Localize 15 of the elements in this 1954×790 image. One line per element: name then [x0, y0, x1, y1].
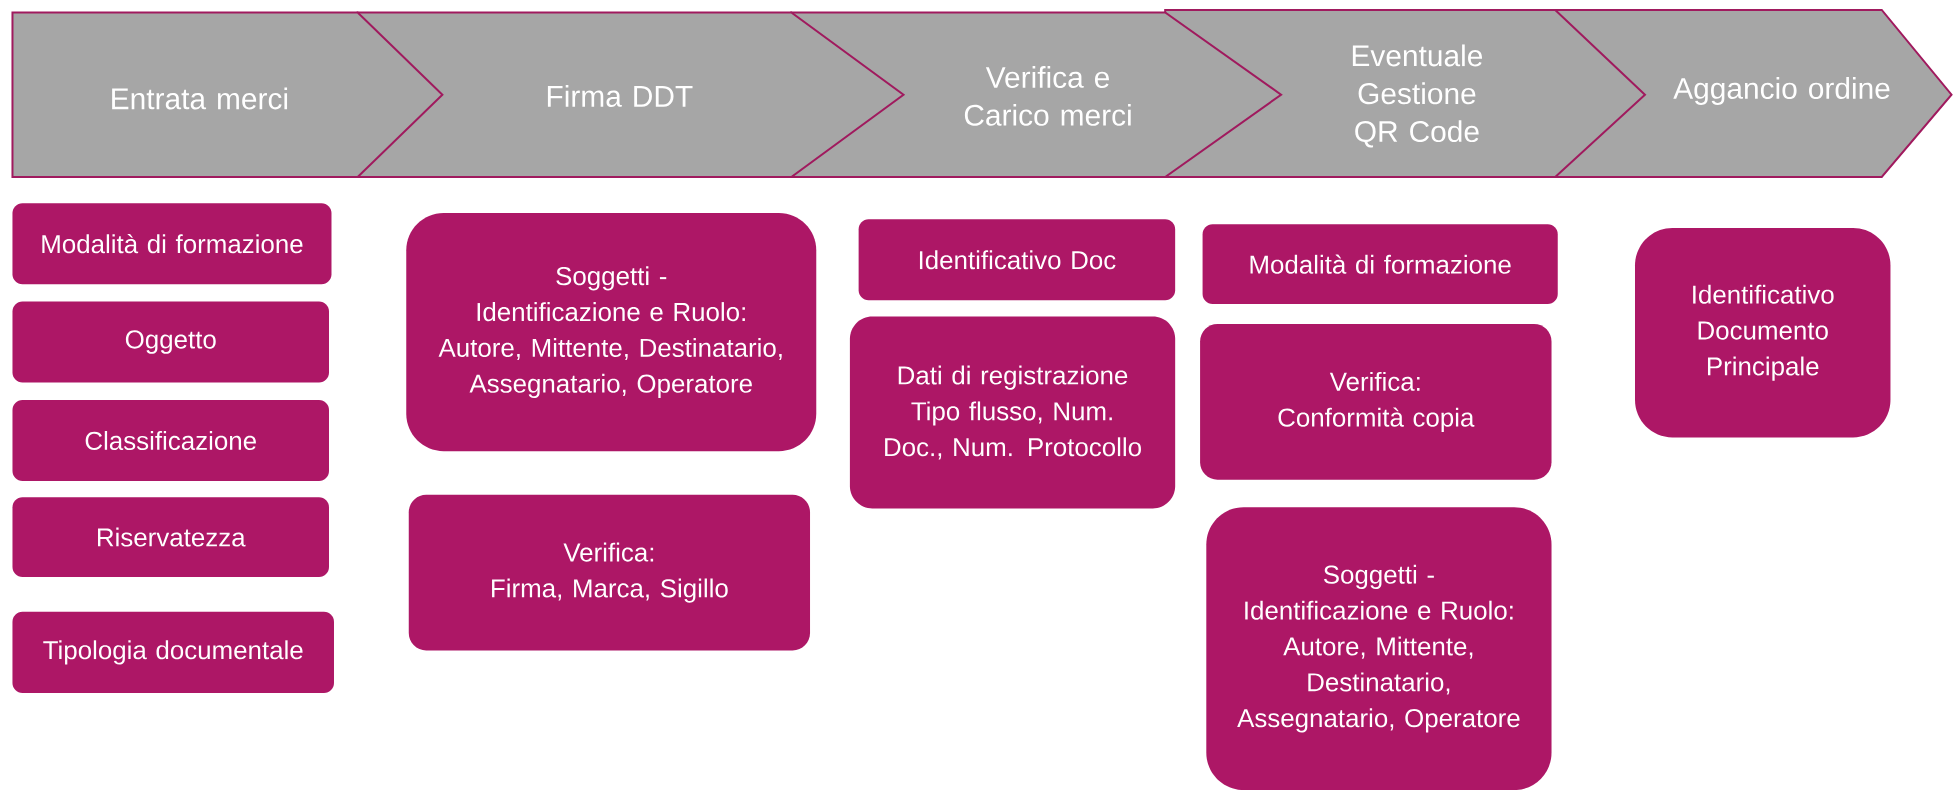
rounded-box: Classificazione	[12, 400, 329, 482]
rounded-box: Riservatezza	[12, 497, 329, 577]
rounded-box: Modalità di formazione	[1202, 224, 1558, 305]
node-label: Aggancio ordine	[1673, 77, 1890, 105]
rounded-box: Dati di registrazione Tipo flusso, Num. Doc., Num. Protocollo	[849, 316, 1176, 509]
rounded-box: Modalità di formazione	[12, 203, 332, 285]
rounded-box: Verifica: Firma, Marca, Sigillo	[408, 494, 811, 651]
rounded-box: Tipologia documentale	[12, 611, 334, 693]
rounded-box: Identificativo Documento Principale	[1635, 228, 1891, 438]
rounded-box: Soggetti - Identificazione e Ruolo: Autore, Mittente, Destinatario, Assegnatario, Operatore	[1206, 507, 1552, 790]
rounded-box: Oggetto	[12, 301, 329, 383]
rounded-box: Identificativo Doc	[858, 219, 1176, 301]
rounded-box: Verifica: Conformità copia	[1200, 324, 1552, 480]
rounded-box: Soggetti - Identificazione e Ruolo: Autore, Mittente, Destinatario, Assegnatario, Operatore	[406, 213, 817, 452]
chevron-step: Entrata merci	[11, 11, 444, 178]
